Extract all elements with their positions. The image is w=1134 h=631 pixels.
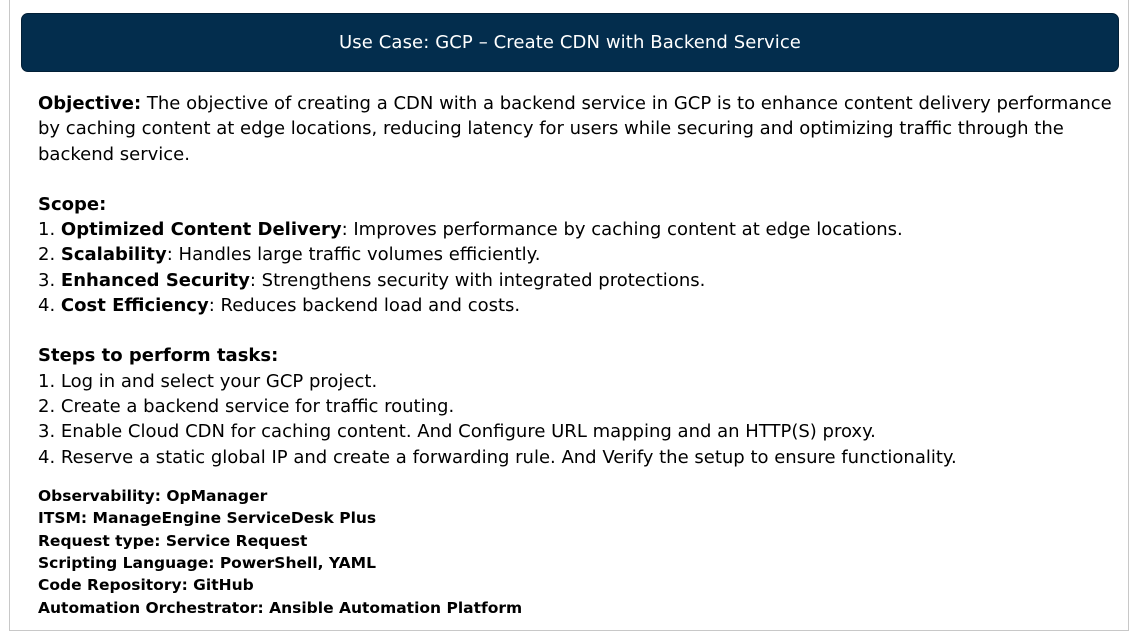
step-item: 1. Log in and select your GCP project. [38, 370, 378, 392]
scope-item-title: Enhanced Security [60, 269, 250, 291]
meta-request-type: Request type: Service Request [38, 531, 308, 550]
scope-item-desc: : Reduces backend load and costs. [208, 295, 521, 317]
meta-scripting-language: Scripting Language: PowerShell, YAML [38, 554, 376, 573]
scope-item-desc: : Improves performance by caching conten… [341, 219, 903, 241]
objective-paragraph: Objective: The objective of creating a C… [38, 91, 1113, 167]
objective-text: The objective of creating a CDN with a b… [38, 93, 1112, 165]
scope-heading: Scope: [38, 192, 1113, 217]
scope-item: 4. Cost Efficiency: Reduces backend load… [38, 293, 1113, 318]
scope-item: 3. Enhanced Security: Strengthens securi… [38, 268, 1113, 293]
steps-heading-text: Steps to perform tasks: [38, 345, 279, 367]
scope-item: 1. Optimized Content Delivery: Improves … [38, 217, 1113, 242]
tooling-list: Observability: OpManager ITSM: ManageEng… [38, 485, 1113, 619]
scope-item-desc: : Strengthens security with integrated p… [249, 269, 706, 291]
scope-item-desc: : Handles large traffic volumes efficien… [166, 244, 541, 266]
steps-heading: Steps to perform tasks: [38, 343, 1113, 368]
scope-item-number: 3. [38, 269, 61, 291]
scope-item-title: Optimized Content Delivery [60, 219, 342, 241]
meta-itsm: ITSM: ManageEngine ServiceDesk Plus [38, 509, 377, 528]
meta-observability: Observability: OpManager [38, 486, 268, 505]
step-item: 2. Create a backend service for traffic … [38, 395, 455, 417]
step-item: 3. Enable Cloud CDN for caching content.… [38, 421, 876, 443]
meta-automation-orchestrator: Automation Orchestrator: Ansible Automat… [38, 598, 523, 617]
meta-code-repository: Code Repository: GitHub [38, 576, 254, 595]
slide-body: Objective: The objective of creating a C… [38, 91, 1113, 619]
scope-item-number: 4. [38, 295, 61, 317]
title-banner: Use Case: GCP – Create CDN with Backend … [21, 13, 1119, 72]
scope-item-title: Cost Efficiency [60, 295, 209, 317]
scope-item-number: 1. [38, 219, 61, 241]
objective-label: Objective: [38, 93, 142, 114]
slide-title: Use Case: GCP – Create CDN with Backend … [339, 32, 801, 53]
scope-heading-text: Scope: [38, 193, 107, 215]
scope-item-title: Scalability [60, 244, 167, 266]
step-item: 4. Reserve a static global IP and create… [38, 446, 957, 468]
scope-item-number: 2. [38, 244, 61, 266]
scope-item: 2. Scalability: Handles large traffic vo… [38, 242, 1113, 267]
